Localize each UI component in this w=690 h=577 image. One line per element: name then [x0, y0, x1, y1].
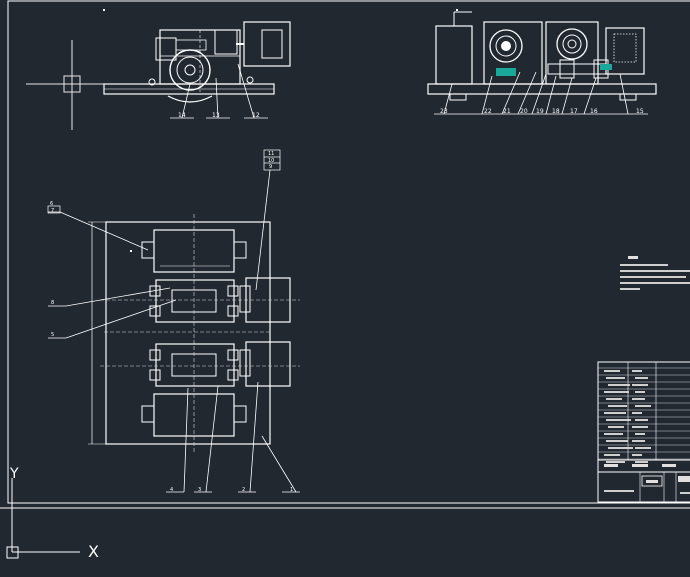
- bom-row-text: [632, 454, 642, 456]
- bom-row-text: [606, 398, 622, 400]
- part-label: 1: [290, 487, 293, 493]
- bom-row-text: [604, 370, 620, 372]
- crosshair-cursor: [26, 40, 120, 130]
- top-view-leaders: 14 13 12: [170, 63, 268, 119]
- part-label: 15: [636, 108, 644, 115]
- bom-row-text: [635, 433, 645, 435]
- bom-row-text: [608, 405, 627, 407]
- part-label: 6: [50, 201, 53, 207]
- bom-row-text: [606, 419, 631, 421]
- part-label: 12: [252, 112, 260, 119]
- part-label: 21: [503, 108, 511, 115]
- drawing-border: [0, 0, 690, 509]
- part-label: 5: [51, 332, 54, 338]
- part-label: 4: [170, 487, 173, 493]
- part-label: 13: [212, 112, 220, 119]
- part-label: 2: [242, 487, 245, 493]
- part-label: 8: [51, 300, 54, 306]
- front-view-leaders: 23 22 21 20 19 18 17 16 15: [434, 71, 648, 115]
- part-label: 11: [268, 151, 274, 157]
- bom-row-text: [606, 377, 625, 379]
- bom-row-text: [608, 384, 630, 386]
- part-label: 14: [178, 112, 186, 119]
- part-label: 23: [440, 108, 448, 115]
- front-view-assembly[interactable]: [427, 11, 657, 101]
- bom-row-text: [635, 419, 648, 421]
- drawing-dot: [456, 9, 458, 11]
- part-label: 18: [552, 108, 560, 115]
- part-label: 9: [269, 164, 272, 170]
- bom-row-text: [604, 391, 629, 393]
- ucs-y-label: Y: [9, 466, 19, 482]
- top-view-assembly[interactable]: [103, 21, 291, 103]
- bom-row-text: [608, 426, 624, 428]
- bom-row-text: [606, 440, 628, 442]
- title-block-marks: [604, 464, 690, 494]
- drawing-dot: [103, 9, 105, 11]
- bom-row-text: [604, 454, 620, 456]
- bom-row-text: [604, 412, 626, 414]
- bom-row-text: [632, 426, 648, 428]
- bom-row-text: [632, 370, 642, 372]
- bom-row-text: [604, 433, 623, 435]
- part-label: 20: [520, 108, 528, 115]
- plan-view-leaders: 6 7 8 5 11 10 9 4 3 2 1: [47, 149, 300, 493]
- bom-row-text: [632, 398, 645, 400]
- bom-row-text: [608, 447, 633, 449]
- part-label: 22: [484, 108, 492, 115]
- bom-row-text: [635, 447, 651, 449]
- bom-row-text: [632, 384, 648, 386]
- part-label: 3: [198, 487, 201, 493]
- part-label: 10: [268, 158, 274, 164]
- part-label: 19: [536, 108, 544, 115]
- bom-row-text: [635, 461, 648, 463]
- ucs-icon: Y X: [6, 466, 99, 561]
- bom-rows: [598, 367, 690, 463]
- part-label: 7: [51, 208, 54, 214]
- part-label: 17: [570, 108, 578, 115]
- technical-notes: [620, 256, 690, 290]
- bom-row-text: [632, 412, 642, 414]
- title-block[interactable]: [597, 361, 690, 503]
- plan-view-assembly[interactable]: [88, 214, 300, 452]
- part-label: 16: [590, 108, 598, 115]
- bom-row-text: [635, 377, 648, 379]
- bom-row-text: [635, 391, 645, 393]
- ucs-x-label: X: [88, 542, 99, 561]
- bom-row-text: [632, 440, 645, 442]
- bom-row-text: [635, 405, 651, 407]
- bom-row-text: [606, 461, 625, 463]
